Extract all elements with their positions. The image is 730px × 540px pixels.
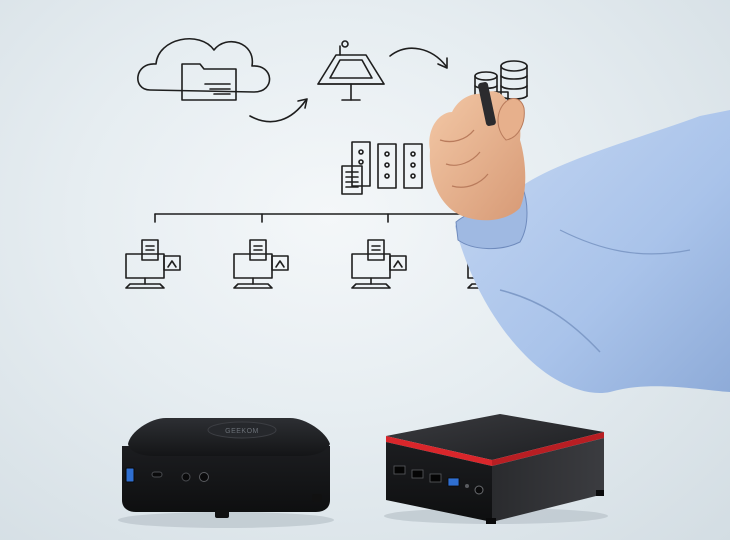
arrow-1 (249, 99, 307, 123)
document-stack-icon (341, 141, 423, 195)
workstation-icon (125, 239, 181, 289)
shirt-sleeve (455, 110, 730, 394)
usb-port-icon (429, 473, 442, 483)
hand-with-marker (429, 81, 730, 394)
mini-pc-left: GEEKOM (118, 418, 334, 528)
workstation-icon (233, 239, 289, 289)
right-pc-top (386, 414, 604, 460)
thumb (497, 98, 525, 141)
brand-label: GEEKOM (225, 428, 259, 435)
usb-port-icon (411, 469, 424, 479)
usb-port-icon (393, 465, 406, 475)
mini-pc-right (384, 414, 608, 524)
server-stand-icon (317, 40, 385, 101)
arrow-2 (389, 47, 447, 67)
power-button-icon (474, 485, 484, 495)
usb3-port-icon (126, 468, 134, 482)
right-pc-side (492, 438, 604, 522)
usb3-port-icon (447, 477, 460, 487)
workstation-icon (351, 239, 407, 289)
left-pc-front (122, 446, 330, 512)
cloud-folder-icon (137, 38, 271, 101)
usb-c-port-icon (151, 471, 163, 478)
audio-jack-icon (181, 472, 191, 482)
power-button-icon (199, 472, 209, 482)
marker-pen (478, 81, 496, 127)
red-accent-band (386, 436, 492, 466)
